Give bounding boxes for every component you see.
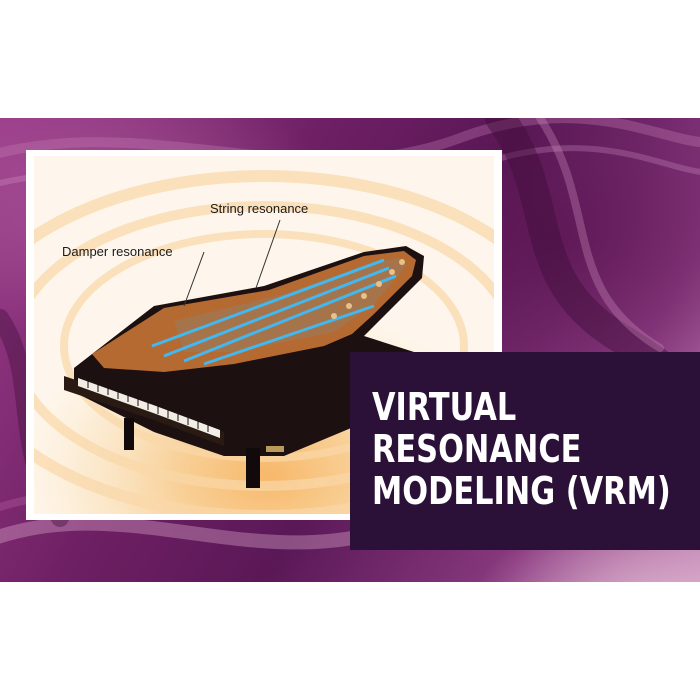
title-line-3: MODELING (VRM) (372, 469, 671, 513)
damper-resonance-label: Damper resonance (62, 244, 173, 259)
title-panel: VIRTUAL RESONANCE MODELING (VRM) (350, 352, 700, 550)
title-line-2: RESONANCE (372, 427, 582, 471)
string-resonance-label: String resonance (210, 201, 309, 216)
grand-piano-image (34, 170, 494, 514)
page-title: VIRTUAL RESONANCE MODELING (VRM) (372, 386, 671, 512)
title-line-1: VIRTUAL (372, 385, 517, 429)
